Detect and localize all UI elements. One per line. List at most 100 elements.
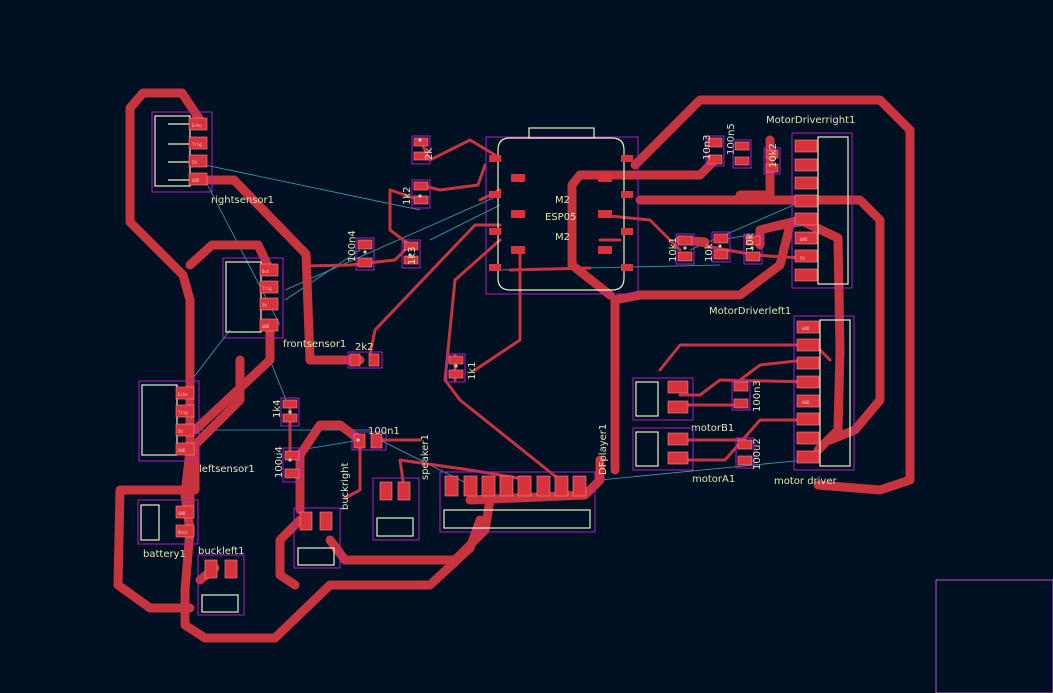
esp-pin-6[interactable] bbox=[511, 246, 525, 254]
leftsensor-footprint[interactable]: Echo Trig 5V GND leftsensor1 bbox=[138, 380, 255, 475]
cap-100n5[interactable]: 100n5 bbox=[705, 123, 737, 167]
battery-pin-1[interactable] bbox=[175, 524, 195, 538]
rightsensor-pin-3[interactable] bbox=[188, 136, 208, 150]
motordriverleft-footprint[interactable]: GND GND MotorDriverleft1 motor driver bbox=[709, 306, 855, 487]
leftsensor-pin-1[interactable] bbox=[175, 386, 195, 400]
buckright-pin-1[interactable] bbox=[299, 511, 313, 531]
buckright-pin-2[interactable] bbox=[319, 511, 333, 531]
leftsensor-pin-3[interactable] bbox=[175, 423, 195, 437]
resistor-10k-right[interactable]: 10k bbox=[743, 233, 763, 265]
motordriverright-footprint[interactable]: GND 5V MotorDriverright1 bbox=[766, 115, 855, 289]
copper-traces[interactable] bbox=[113, 88, 915, 643]
mdr-pin-5[interactable] bbox=[794, 212, 818, 226]
mdr-pin-8[interactable] bbox=[794, 268, 818, 282]
mdl-pin-7[interactable] bbox=[796, 431, 820, 445]
motorB-pin-1[interactable] bbox=[667, 400, 689, 414]
cap-100n1[interactable]: 100n1 bbox=[351, 426, 400, 451]
passives[interactable]: 2k 1k2 1k3 100n4 2k2 bbox=[272, 123, 781, 483]
cap-100n4[interactable]: 100n4 bbox=[347, 230, 375, 271]
dfplayer-pin-5[interactable] bbox=[517, 475, 532, 497]
esp-pin-4[interactable] bbox=[511, 210, 525, 218]
leftsensor-pin-4[interactable] bbox=[175, 442, 195, 456]
dfplayer-pin-1[interactable] bbox=[444, 475, 459, 497]
leftsensor-pin-label: 5V bbox=[178, 429, 183, 434]
mdr-pin-1[interactable] bbox=[794, 139, 818, 153]
mdr-pin-3[interactable] bbox=[794, 176, 818, 190]
esp-pin-5[interactable] bbox=[489, 228, 501, 235]
dfplayer-footprint[interactable]: DFplayer1 bbox=[439, 424, 609, 533]
mdl-pin-5[interactable] bbox=[796, 394, 820, 408]
motorA-pin-2[interactable] bbox=[667, 432, 689, 446]
dfplayer-pin-3[interactable] bbox=[481, 475, 496, 497]
resistor-2k2[interactable]: 2k2 bbox=[347, 342, 383, 369]
speaker-footprint[interactable]: speaker1 bbox=[372, 434, 431, 541]
resistor-1k2[interactable]: 2k bbox=[411, 135, 435, 165]
esp-pin-14[interactable] bbox=[621, 264, 633, 271]
esp-module[interactable]: M2 ESP05 M2 bbox=[485, 127, 639, 295]
mdl-pin-8[interactable] bbox=[796, 450, 820, 464]
esp-pin-7[interactable] bbox=[489, 264, 501, 271]
buckleft-footprint[interactable]: buckleft1 bbox=[197, 546, 245, 616]
frontsensor-pin-4[interactable] bbox=[259, 318, 279, 332]
esp-label-name: ESP05 bbox=[545, 212, 576, 223]
buckright-footprint[interactable]: buckright bbox=[293, 462, 351, 569]
speaker-pin-1[interactable] bbox=[379, 481, 393, 501]
esp-pin-3[interactable] bbox=[489, 191, 501, 198]
resistor-10k2-label: 10k2 bbox=[768, 143, 779, 168]
dfplayer-pin-6[interactable] bbox=[536, 475, 551, 497]
mdr-pin-4[interactable] bbox=[794, 194, 818, 208]
dfplayer-pin-8[interactable] bbox=[572, 475, 587, 497]
buckleft-pin-1[interactable] bbox=[204, 559, 218, 579]
esp-pin-12[interactable] bbox=[621, 228, 633, 235]
esp-pin-1[interactable] bbox=[489, 155, 501, 162]
battery-footprint[interactable]: GND Batt battery1 bbox=[137, 499, 199, 560]
buckleft-pin-2[interactable] bbox=[224, 559, 238, 579]
resistor-1k3[interactable]: 1k3 bbox=[401, 239, 421, 269]
resistor-10k[interactable]: 10k bbox=[704, 231, 731, 263]
resistor-1k1[interactable]: 1k1 bbox=[446, 353, 478, 383]
resistor-10k1[interactable]: 10k1 bbox=[668, 233, 695, 265]
rightsensor-pin-4[interactable] bbox=[188, 117, 208, 131]
mdl-pin-1[interactable] bbox=[796, 320, 820, 334]
mdl-pin-2[interactable] bbox=[796, 338, 820, 352]
resistor-10k-top[interactable]: 10k2 bbox=[763, 143, 781, 175]
cap-100u4[interactable]: 100u4 bbox=[274, 446, 302, 483]
esp-pin-9[interactable] bbox=[598, 174, 612, 182]
cap-10n3[interactable]: 10n3 bbox=[702, 135, 752, 169]
cap-100n5-label: 100n5 bbox=[726, 123, 737, 155]
mdl-pin-6[interactable] bbox=[796, 412, 820, 426]
rightsensor-pin-2[interactable] bbox=[188, 154, 208, 168]
mdl-pin-4[interactable] bbox=[796, 375, 820, 389]
dfplayer-pin-4[interactable] bbox=[499, 475, 514, 497]
leftsensor-pin-2[interactable] bbox=[175, 404, 195, 418]
motordriverright-label: MotorDriverright1 bbox=[766, 115, 855, 126]
frontsensor-footprint[interactable]: Out Trig 5V GND frontsensor1 bbox=[222, 257, 346, 350]
esp-pin-13[interactable] bbox=[598, 246, 612, 254]
motorA-footprint[interactable]: motorA1 bbox=[632, 427, 735, 485]
esp-pin-2[interactable] bbox=[511, 174, 525, 182]
resistor-1k2b[interactable]: 1k2 bbox=[402, 179, 431, 209]
esp-pin-10[interactable] bbox=[621, 191, 633, 198]
cap-100n3[interactable]: 100n3 bbox=[731, 379, 763, 412]
frontsensor-pin-2[interactable] bbox=[259, 280, 279, 294]
motorA-pin-1[interactable] bbox=[667, 451, 689, 465]
mdr-pin-7[interactable] bbox=[794, 249, 818, 263]
dfplayer-pin-2[interactable] bbox=[463, 475, 478, 497]
resistor-1k4[interactable]: 1k4 bbox=[272, 397, 300, 427]
battery-pin-2[interactable] bbox=[175, 505, 195, 519]
motorB-pin-2[interactable] bbox=[667, 380, 689, 394]
frontsensor-pin-1[interactable] bbox=[259, 263, 279, 277]
dfplayer-pin-7[interactable] bbox=[554, 475, 569, 497]
speaker-pin-2[interactable] bbox=[397, 481, 411, 501]
mdl-pin-3[interactable] bbox=[796, 356, 820, 370]
cap-100u2[interactable]: 100u2 bbox=[735, 437, 763, 470]
rightsensor-pin-1[interactable] bbox=[188, 172, 208, 186]
motorB-footprint[interactable]: motorB1 bbox=[632, 377, 734, 434]
mdr-pin-2[interactable] bbox=[794, 158, 818, 172]
rightsensor-footprint[interactable]: Echo Trig 5V GND rightsensor1 bbox=[151, 111, 274, 206]
frontsensor-pin-3[interactable] bbox=[259, 297, 279, 311]
esp-pin-8[interactable] bbox=[621, 155, 633, 162]
esp-pin-11[interactable] bbox=[598, 210, 612, 218]
mdr-pin-6[interactable] bbox=[794, 231, 818, 245]
